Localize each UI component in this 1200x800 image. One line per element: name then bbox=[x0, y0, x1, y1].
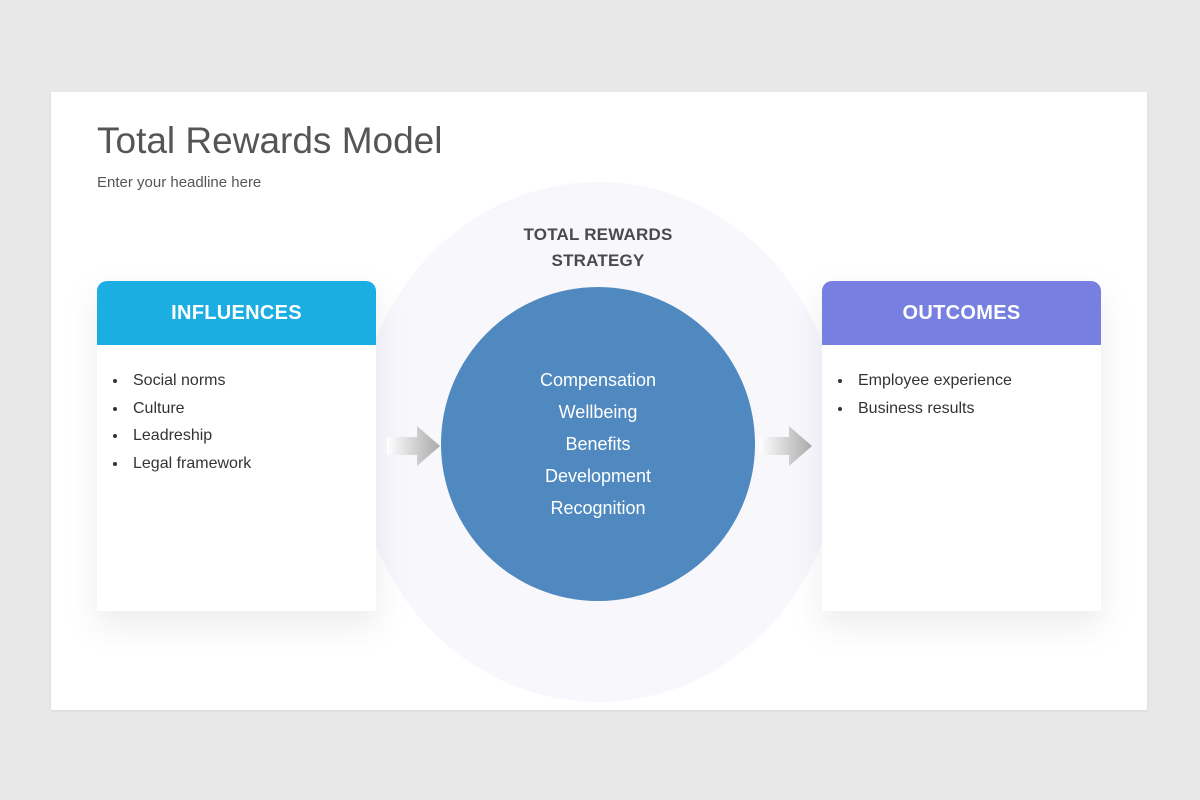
strategy-circle: Compensation Wellbeing Benefits Developm… bbox=[441, 287, 755, 601]
strategy-label-line1: TOTAL REWARDS bbox=[523, 225, 673, 244]
outcomes-header: OUTCOMES bbox=[822, 281, 1101, 345]
strategy-label-line2: STRATEGY bbox=[551, 251, 645, 270]
strategy-item-development: Development bbox=[544, 466, 652, 486]
influences-list: Social norms Culture Leadreship Legal fr… bbox=[97, 345, 376, 477]
influences-item: Leadreship bbox=[111, 422, 376, 450]
slide: Total Rewards Model Enter your headline … bbox=[51, 92, 1147, 710]
slide-title: Total Rewards Model bbox=[97, 120, 443, 161]
strategy-label: TOTAL REWARDS STRATEGY bbox=[498, 222, 698, 274]
strategy-item-compensation: Compensation bbox=[539, 370, 657, 390]
arrow-right-icon bbox=[387, 426, 440, 466]
outcomes-card: OUTCOMES Employee experience Business re… bbox=[822, 281, 1101, 611]
influences-item: Legal framework bbox=[111, 450, 376, 478]
influences-item: Culture bbox=[111, 395, 376, 423]
influences-card: INFLUENCES Social norms Culture Leadresh… bbox=[97, 281, 376, 611]
strategy-item-benefits: Benefits bbox=[565, 434, 631, 454]
outcomes-list: Employee experience Business results bbox=[822, 345, 1101, 422]
strategy-item-wellbeing: Wellbeing bbox=[558, 402, 638, 422]
slide-subtitle: Enter your headline here bbox=[97, 174, 262, 191]
influences-item: Social norms bbox=[111, 367, 376, 395]
outcomes-item: Business results bbox=[836, 395, 1101, 423]
outcomes-item: Employee experience bbox=[836, 367, 1101, 395]
strategy-item-recognition: Recognition bbox=[550, 498, 646, 518]
influences-header: INFLUENCES bbox=[97, 281, 376, 345]
arrow-right-icon bbox=[759, 426, 812, 466]
